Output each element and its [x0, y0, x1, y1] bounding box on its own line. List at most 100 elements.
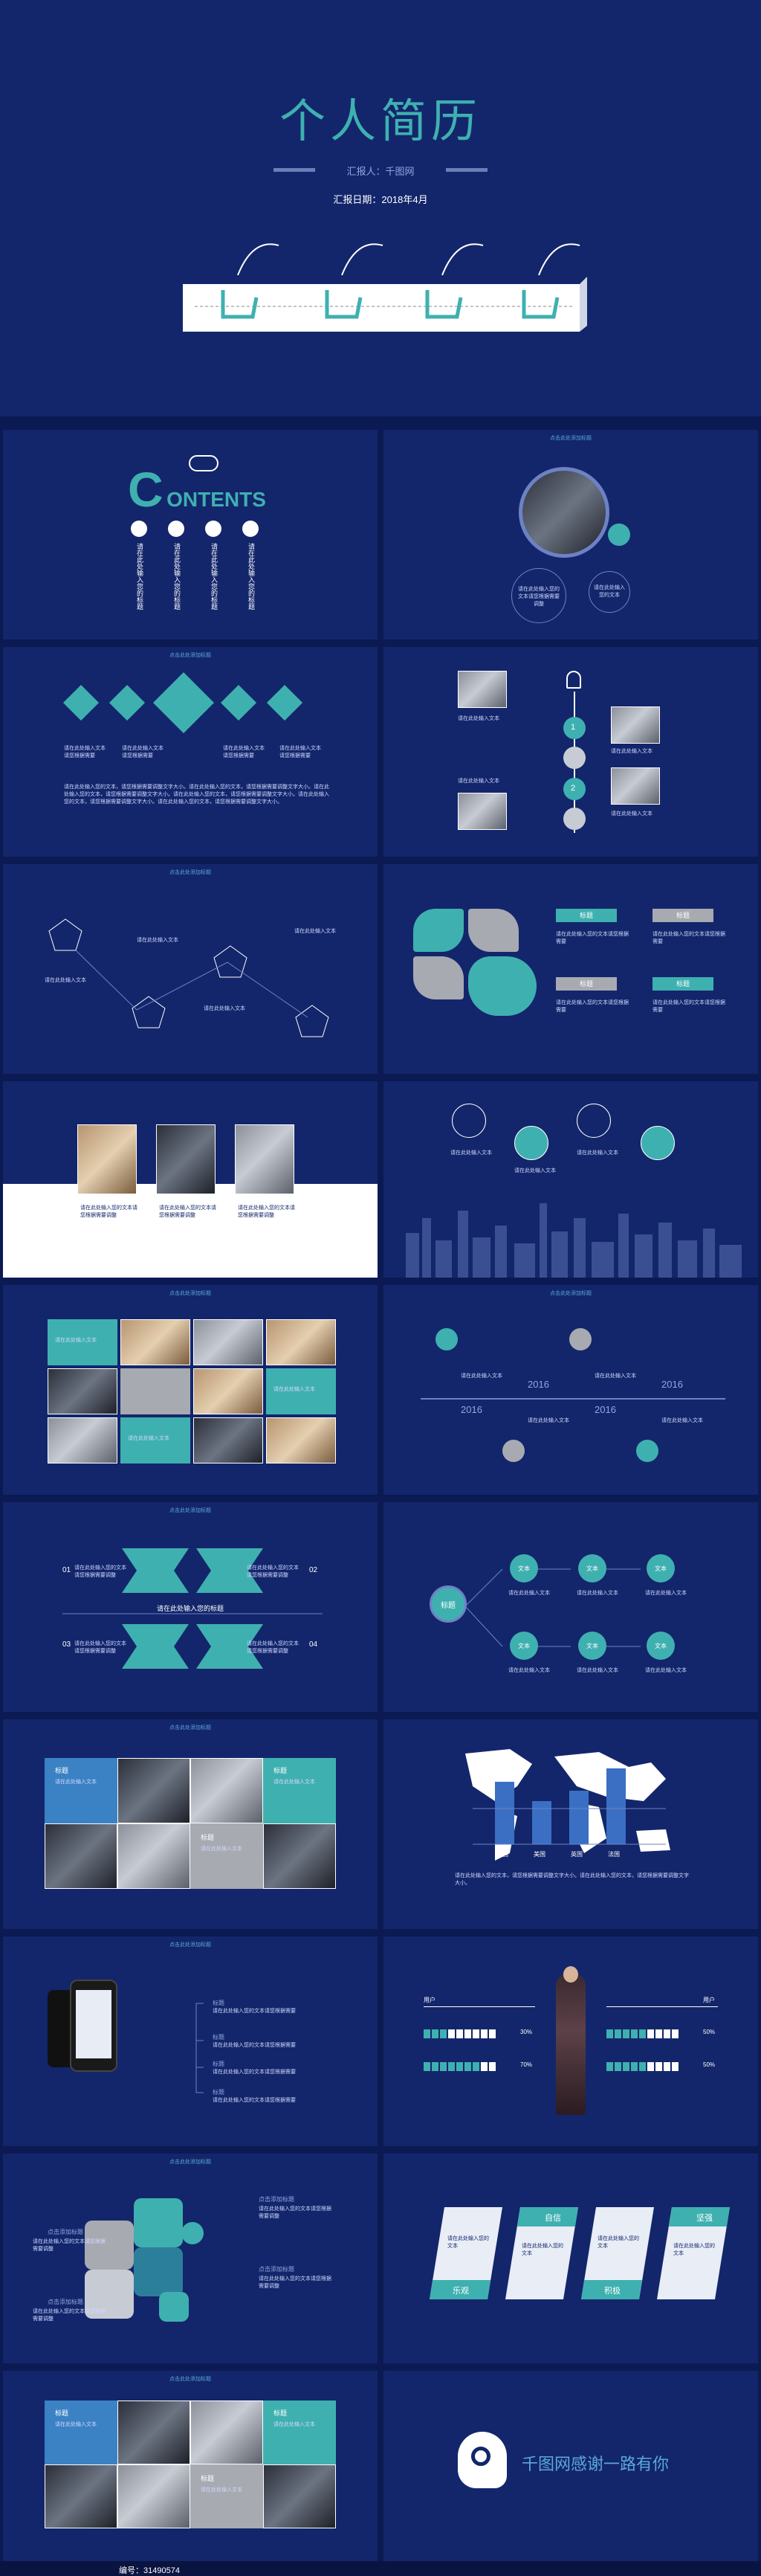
contents-item-4[interactable]: 请在此处输入您的标题 [242, 521, 262, 614]
diamonds-paragraph: 请在此处输入您的文本，请您根据需要调整文字大小。请在此处输入您的文本，请您根据需… [64, 785, 329, 805]
tree-slide: 标题 文本 文本 文本 文本 文本 文本 请在此处输入文本 请在此处输入文本 请… [383, 1502, 758, 1712]
timeline-v-slide: 1 2 请在此处输入文本 请在此处输入文本 请在此处输入文本 请在此处输入文本 [383, 647, 758, 857]
timeline-photo-2 [611, 706, 660, 744]
profile-slide: 点击此处添加标题 请在此处输入您的文本请您根据需要调整 请在此处输入您的文本 [383, 430, 758, 640]
collage-photo-1 [117, 1758, 190, 1823]
team-photo-2 [156, 1124, 216, 1194]
skill-segment [615, 2029, 621, 2038]
skill-segment [481, 2062, 488, 2071]
traits-slide: 自信 坚强 乐观 积极 请在此处输入您的文本 请在此处输入您的文本 请在此处输入… [383, 2154, 758, 2363]
skill-segment [606, 2029, 613, 2038]
timeline-label-1: 请在此处输入文本 [458, 716, 499, 721]
contents-slide: C ONTENTS 请在此处输入您的标题 请在此处输入您的标题 请在此处输入您的… [3, 430, 378, 640]
contents-word: ONTENTS [166, 488, 266, 511]
skill-segment [664, 2062, 670, 2071]
gear-icon [471, 2447, 490, 2466]
grid-photo-7 [193, 1417, 263, 1464]
city-icon-3 [577, 1104, 611, 1138]
phone-bracket [195, 2003, 204, 2093]
skill-segment [440, 2062, 447, 2071]
puzzle-piece-6 [159, 2292, 189, 2322]
contents-item-2[interactable]: 请在此处输入您的标题 [168, 521, 187, 614]
pentagon-label-4: 请在此处输入文本 [294, 929, 336, 934]
grid-tile-3 [266, 1368, 336, 1414]
puzzle-piece-4 [85, 2270, 134, 2319]
petal-badge-2: 标题 [652, 909, 713, 922]
grid-tile-4 [120, 1417, 190, 1464]
puzzle-piece-1 [134, 2198, 183, 2247]
collage-tile-3 [190, 1823, 263, 1889]
skill-bar-2 [606, 2029, 680, 2042]
slide-tag: 点击此处添加标题 [169, 1291, 211, 1296]
collage2-photo-4 [117, 2464, 190, 2528]
petal-badge-4: 标题 [652, 977, 713, 991]
skill-segment [448, 2062, 455, 2071]
petal-phone [413, 909, 464, 952]
diamond-5 [266, 684, 303, 721]
skill-segment [424, 2029, 430, 2038]
year-node-3 [569, 1328, 592, 1350]
skill-segment [489, 2029, 496, 2038]
tree-node-6 [647, 1632, 675, 1660]
skills-left-line [424, 2006, 535, 2007]
cover-steps-graphic [183, 243, 587, 332]
collage-photo-5 [263, 1823, 336, 1889]
skill-segment [489, 2062, 496, 2071]
grid-photo-1 [120, 1319, 190, 1365]
skill-segment [432, 2062, 438, 2071]
skill-segment [655, 2029, 662, 2038]
years-axis [421, 1398, 725, 1400]
pentagon-label-2: 请在此处输入文本 [137, 938, 178, 943]
diamonds-slide: 点击此处添加标题 请在此处输入文本请您根据需要 请在此处输入文本请您根据需要 请… [3, 647, 378, 857]
profile-bubble-right-text: 请在此处输入您的文本 [594, 585, 625, 598]
skill-segment [473, 2029, 479, 2038]
skill-segment [464, 2062, 471, 2071]
city-skyline [406, 1203, 742, 1278]
profile-bubble-right [589, 571, 630, 613]
contents-item-3[interactable]: 请在此处输入您的标题 [205, 521, 224, 614]
thanks-text: 千图网感谢一路有你 [522, 2455, 670, 2473]
contents-item-1[interactable]: 请在此处输入您的标题 [131, 521, 150, 614]
petals-slide: 标题 标题 标题 标题 请在此处输入您的文本请您根据需要 请在此处输入您的文本请… [383, 864, 758, 1074]
puzzle-piece-5 [181, 2222, 204, 2244]
skill-segment [623, 2062, 629, 2071]
timeline-photo-3 [611, 767, 660, 805]
collage-photo-4 [117, 1823, 190, 1889]
pentagons-slide: 点击此处添加标题 请在此处输入文本 请在此处输入文本 请在此处输入文本 请在此处… [3, 864, 378, 1074]
skill-segment [672, 2062, 679, 2071]
collage2-tile-1 [45, 2400, 117, 2464]
diamond-label-1: 请在此处输入文本请您根据需要 [64, 746, 106, 759]
pentagon-network [48, 918, 329, 1037]
petal-chart [468, 909, 519, 952]
skill-segment [664, 2029, 670, 2038]
skill-segment [639, 2062, 646, 2071]
city-icon-1 [452, 1104, 486, 1138]
collage-photo-3 [45, 1823, 117, 1889]
team-slide: 请在此处输入您的文本请您根据需要调整 请在此处输入您的文本请您根据需要调整 请在… [3, 1081, 378, 1278]
phone-slide: 点击此处添加标题 标题 请在此处输入您的文本请您根据需要 标题 请在此处输入您的… [3, 1936, 378, 2146]
grid-photo-5 [193, 1368, 263, 1414]
contents-heading: C ONTENTS [128, 461, 266, 518]
arrows-graphic [62, 1548, 323, 1669]
skill-segment [647, 2062, 654, 2071]
cover-reporter-right-bar [446, 168, 488, 172]
city-icon-2 [514, 1126, 548, 1160]
grid-tile-2 [120, 1368, 190, 1414]
grid-slide: 点击此处添加标题 请在此处输入文本 请在此处输入文本 请在此处输入文本 [3, 1285, 378, 1495]
profile-bubble-left [511, 568, 566, 623]
phone-screen [76, 1990, 111, 2058]
collage-tile-1 [45, 1758, 117, 1823]
slide-tag: 点击此处添加标题 [169, 1942, 211, 1948]
slide-tag: 点击此处添加标题 [169, 870, 211, 875]
thanks-slide: 千图网感谢一路有你 [383, 2371, 758, 2561]
diamond-label-4: 请在此处输入文本请您根据需要 [279, 746, 321, 759]
team-photo-1 [77, 1124, 137, 1194]
footer-bar: 编号：31490574 [0, 2561, 761, 2576]
petal-badge-3: 标题 [556, 977, 617, 991]
pentagon-label-3: 请在此处输入文本 [204, 1006, 245, 1011]
skill-segment [432, 2029, 438, 2038]
slide-tag: 点击此处添加标题 [169, 1725, 211, 1730]
arrows-center-title: 请在此处输入您的标题 [156, 1605, 224, 1612]
world-map [465, 1749, 670, 1861]
team-white-band [3, 1184, 378, 1278]
